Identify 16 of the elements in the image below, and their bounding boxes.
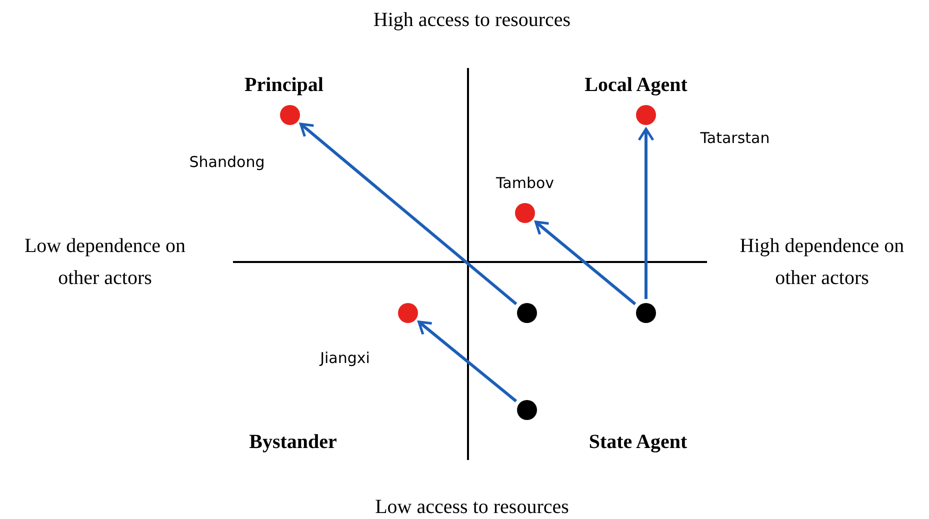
axis-label: Low dependence on other actors bbox=[23, 234, 187, 291]
quadrant-label: Bystander bbox=[249, 430, 337, 455]
region-name: Shandong bbox=[189, 153, 265, 171]
quadrant-label: State Agent bbox=[588, 430, 688, 455]
region-name: Tatarstan bbox=[700, 129, 770, 147]
region-name: Tambov bbox=[496, 174, 554, 192]
axis-label: High dependence on other actors bbox=[738, 234, 906, 291]
arrow bbox=[534, 220, 636, 306]
arrow bbox=[638, 128, 654, 299]
region-name: Jiangxi bbox=[320, 349, 370, 367]
quadrant-label: Principal bbox=[244, 73, 324, 98]
arrow bbox=[418, 320, 518, 402]
axis-label: Low access to resources bbox=[375, 495, 569, 519]
axis-label: High access to resources bbox=[373, 8, 571, 33]
quadrant-label: Local Agent bbox=[584, 73, 688, 98]
arrow bbox=[300, 122, 518, 306]
